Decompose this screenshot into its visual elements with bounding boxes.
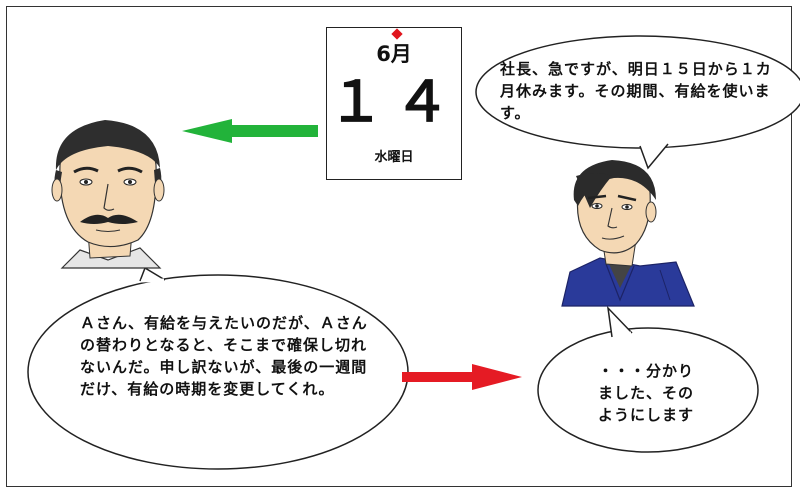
employee-answer-line: ました、その [597,384,694,402]
calendar-page: 6月 １４ 水曜日 [326,27,462,180]
boss-reply-text: Ａさん、有給を与えたいのだが、Ａさんの替わりとなると、そこまで確保し切れないんだ… [80,314,368,398]
employee-answer-line: ようにします [597,406,694,424]
boss-portrait-icon [51,120,165,269]
bubble-employee-request [475,35,800,170]
green-left-arrow-icon [182,119,318,143]
red-right-arrow-icon [402,364,522,390]
employee-answer-text: ・・・分かり ました、その ようにします [566,360,726,426]
bubble-employee-answer [537,305,759,453]
employee-answer-line: ・・・分かり [597,362,694,380]
employee-portrait-icon [561,160,695,307]
outer-frame [6,6,792,487]
calendar-day: １４ [328,70,460,135]
employee-request-text: 社長、急ですが、明日１５日から１カ月休みます。その期間、有給を使います。 [500,60,772,122]
calendar-weekday: 水曜日 [374,150,414,165]
calendar-month: 6月 [376,42,412,66]
bubble-boss-reply [27,266,409,470]
